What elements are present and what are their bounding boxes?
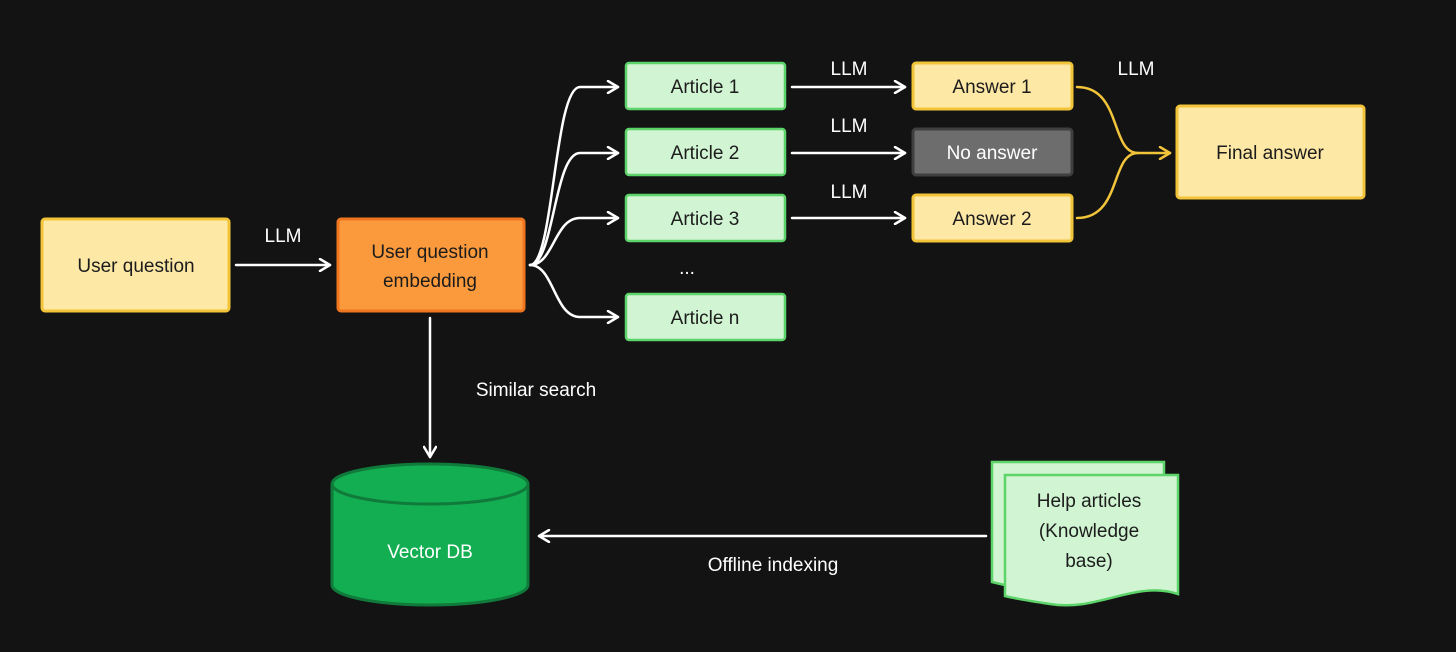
database-cylinder-top xyxy=(330,462,530,506)
node-article-1: Article 1 xyxy=(624,61,787,111)
database-cylinder-icon xyxy=(330,484,530,607)
node-article-2: Article 2 xyxy=(624,127,787,177)
edge-label-llm-article-1: LLM xyxy=(831,59,868,80)
node-article-2-label: Article 2 xyxy=(671,143,740,164)
node-article-ellipsis: ... xyxy=(679,258,695,279)
node-help-articles: Help articles (Knowledge base) xyxy=(990,460,1180,607)
node-no-answer-label: No answer xyxy=(947,143,1038,164)
node-vector-db: Vector DB xyxy=(330,462,530,607)
edge-label-llm-question: LLM xyxy=(265,226,302,247)
edge-answer-2-to-final xyxy=(1075,151,1140,220)
node-help-articles-label-line-1: Help articles xyxy=(1037,491,1142,512)
edge-label-offline-indexing: Offline indexing xyxy=(708,555,839,576)
node-article-1-label: Article 1 xyxy=(671,77,740,98)
node-user-question-embedding: User question embedding xyxy=(336,217,526,313)
node-embedding-label-line-2: embedding xyxy=(383,271,477,292)
node-final-answer: Final answer xyxy=(1175,104,1366,200)
node-help-articles-label-line-2: (Knowledge xyxy=(1039,521,1139,542)
node-answer-2-label: Answer 2 xyxy=(952,209,1031,230)
edge-embedding-to-article-n xyxy=(528,263,620,317)
node-final-answer-label: Final answer xyxy=(1216,143,1324,164)
node-embedding-label-line-1: User question xyxy=(371,242,488,263)
node-user-question-label: User question xyxy=(77,256,194,277)
edge-embedding-to-article-2 xyxy=(528,153,620,267)
node-no-answer: No answer xyxy=(911,127,1074,177)
edge-label-llm-final: LLM xyxy=(1118,59,1155,80)
node-article-n-label: Article n xyxy=(671,308,740,329)
node-article-3-label: Article 3 xyxy=(671,209,740,230)
node-user-question: User question xyxy=(40,217,231,313)
document-stack-icon-front xyxy=(1003,473,1180,607)
node-answer-2: Answer 2 xyxy=(911,193,1074,243)
node-answer-1-label: Answer 1 xyxy=(952,77,1031,98)
edge-label-similar-search: Similar search xyxy=(476,380,596,401)
edge-answer-1-to-final xyxy=(1075,85,1172,153)
edge-label-llm-article-3: LLM xyxy=(831,182,868,203)
node-vector-db-label: Vector DB xyxy=(387,542,473,563)
node-help-articles-label-line-3: base) xyxy=(1065,551,1113,572)
edge-embedding-to-article-3 xyxy=(528,218,620,267)
node-article-3: Article 3 xyxy=(624,193,787,243)
node-article-n: Article n xyxy=(624,292,787,342)
edge-label-llm-article-2: LLM xyxy=(831,116,868,137)
edge-embedding-to-article-1 xyxy=(528,87,620,267)
node-answer-1: Answer 1 xyxy=(911,61,1074,111)
